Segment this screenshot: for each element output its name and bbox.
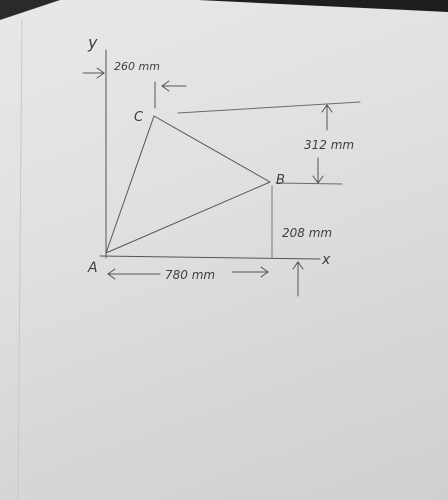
x-axis-label: x bbox=[321, 252, 331, 268]
background-edge bbox=[198, 0, 448, 12]
member-ac bbox=[105, 115, 155, 254]
member-cb bbox=[153, 115, 271, 183]
member-ab bbox=[105, 181, 271, 254]
point-b-label: B bbox=[276, 173, 285, 188]
point-a-label: A bbox=[87, 260, 98, 276]
y-axis-label: y bbox=[87, 33, 98, 52]
b-level-line bbox=[275, 182, 343, 185]
x-axis bbox=[99, 255, 321, 260]
dim-780-label: 780 mm bbox=[165, 268, 215, 282]
c-level-line bbox=[177, 101, 361, 114]
dim-260-label: 260 mm bbox=[114, 60, 160, 73]
point-c-label: C bbox=[134, 110, 144, 125]
paper-fold bbox=[17, 19, 23, 500]
dim-312-label: 312 mm bbox=[304, 138, 354, 152]
dim-208-label: 208 mm bbox=[282, 226, 332, 240]
background-edge-left bbox=[0, 0, 60, 20]
